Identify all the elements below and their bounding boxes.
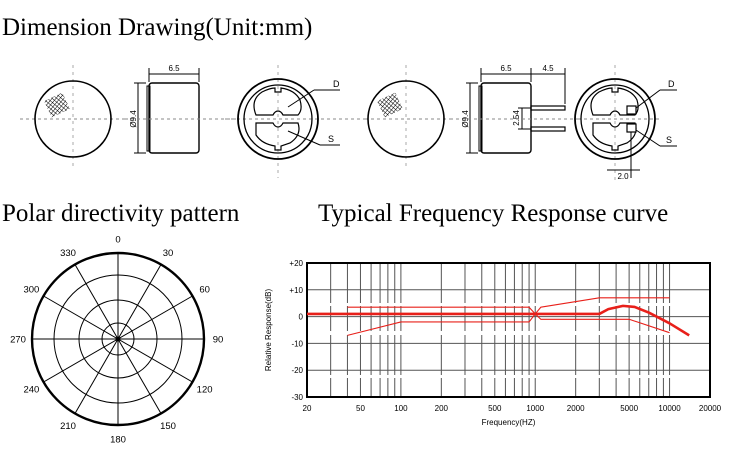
- x-tick-label: 50: [356, 404, 365, 413]
- frequency-response-title: Typical Frequency Response curve: [318, 200, 669, 227]
- pin: [530, 105, 566, 111]
- polar-angle-label: 150: [160, 421, 176, 432]
- pin-pitch-dimension: 2.54: [512, 110, 521, 126]
- y-axis-label: Relative Response(dB): [264, 289, 273, 372]
- polar-angle-label: 0: [115, 235, 120, 246]
- plot-frame: [306, 262, 711, 398]
- diameter-dimension-2: Ø9.4: [461, 110, 470, 128]
- x-tick-label: 2000: [567, 404, 585, 413]
- polar-center-dot: [115, 336, 121, 342]
- y-tick-label: +10: [289, 286, 303, 295]
- polar-chart: 0 30 60 90 120 150 180 210 240 270 300 330: [10, 235, 223, 446]
- x-axis-label: Frequency(HZ): [482, 418, 536, 427]
- x-tick-label: 1000: [526, 404, 544, 413]
- front-view-1: [20, 65, 125, 170]
- y-tick-label: -10: [291, 339, 303, 348]
- polar-angle-label: 90: [213, 335, 224, 346]
- polar-angle-label: 270: [10, 335, 26, 346]
- y-tick-label: +20: [289, 259, 303, 268]
- polar-angle-label: 330: [60, 248, 76, 259]
- label-d-1: D: [333, 79, 340, 89]
- y-tick-label: -20: [291, 366, 303, 375]
- side-view-2: [450, 68, 580, 154]
- mesh-icon: [44, 92, 70, 118]
- series-response: [307, 304, 690, 337]
- back-view-2: [574, 65, 677, 180]
- dimension-drawing-title: Dimension Drawing(Unit:mm): [2, 14, 313, 41]
- x-tick-label: 5000: [620, 404, 638, 413]
- x-tick-label: 500: [488, 404, 502, 413]
- series-lower-limit: [347, 313, 670, 336]
- label-d-2: D: [668, 79, 675, 89]
- polar-angle-label: 300: [23, 285, 39, 296]
- x-tick-label: 20: [303, 404, 312, 413]
- y-tick-label: 0: [299, 313, 304, 322]
- x-tick-label: 20000: [699, 404, 722, 413]
- polar-angle-label: 120: [197, 385, 213, 396]
- back-view-1: [225, 65, 365, 178]
- length-dimension-1: 6.5: [168, 64, 180, 73]
- pin: [530, 126, 566, 132]
- polar-angle-label: 210: [60, 421, 76, 432]
- x-tick-label: 100: [394, 404, 408, 413]
- polar-angle-label: 240: [23, 385, 39, 396]
- mesh-icon: [377, 92, 403, 118]
- x-tick-label: 10000: [658, 404, 681, 413]
- x-tick-label: 200: [435, 404, 449, 413]
- side-view-1: [125, 68, 240, 154]
- pin-offset-dimension: 2.0: [617, 172, 629, 181]
- front-view-2: [365, 65, 455, 170]
- label-s-2: S: [666, 135, 672, 145]
- y-tick-label: -30: [291, 393, 303, 402]
- polar-angle-label: 60: [199, 285, 210, 296]
- series-upper-limit: [347, 297, 670, 315]
- diameter-dimension-1: Ø9.4: [129, 110, 138, 128]
- polar-angle-label: 180: [110, 435, 126, 446]
- polar-angle-label: 30: [163, 248, 174, 259]
- label-s-1: S: [328, 134, 334, 144]
- pin-length-dimension: 4.5: [542, 64, 554, 73]
- polar-pattern-title: Polar directivity pattern: [2, 200, 240, 227]
- length-dimension-2: 6.5: [500, 64, 512, 73]
